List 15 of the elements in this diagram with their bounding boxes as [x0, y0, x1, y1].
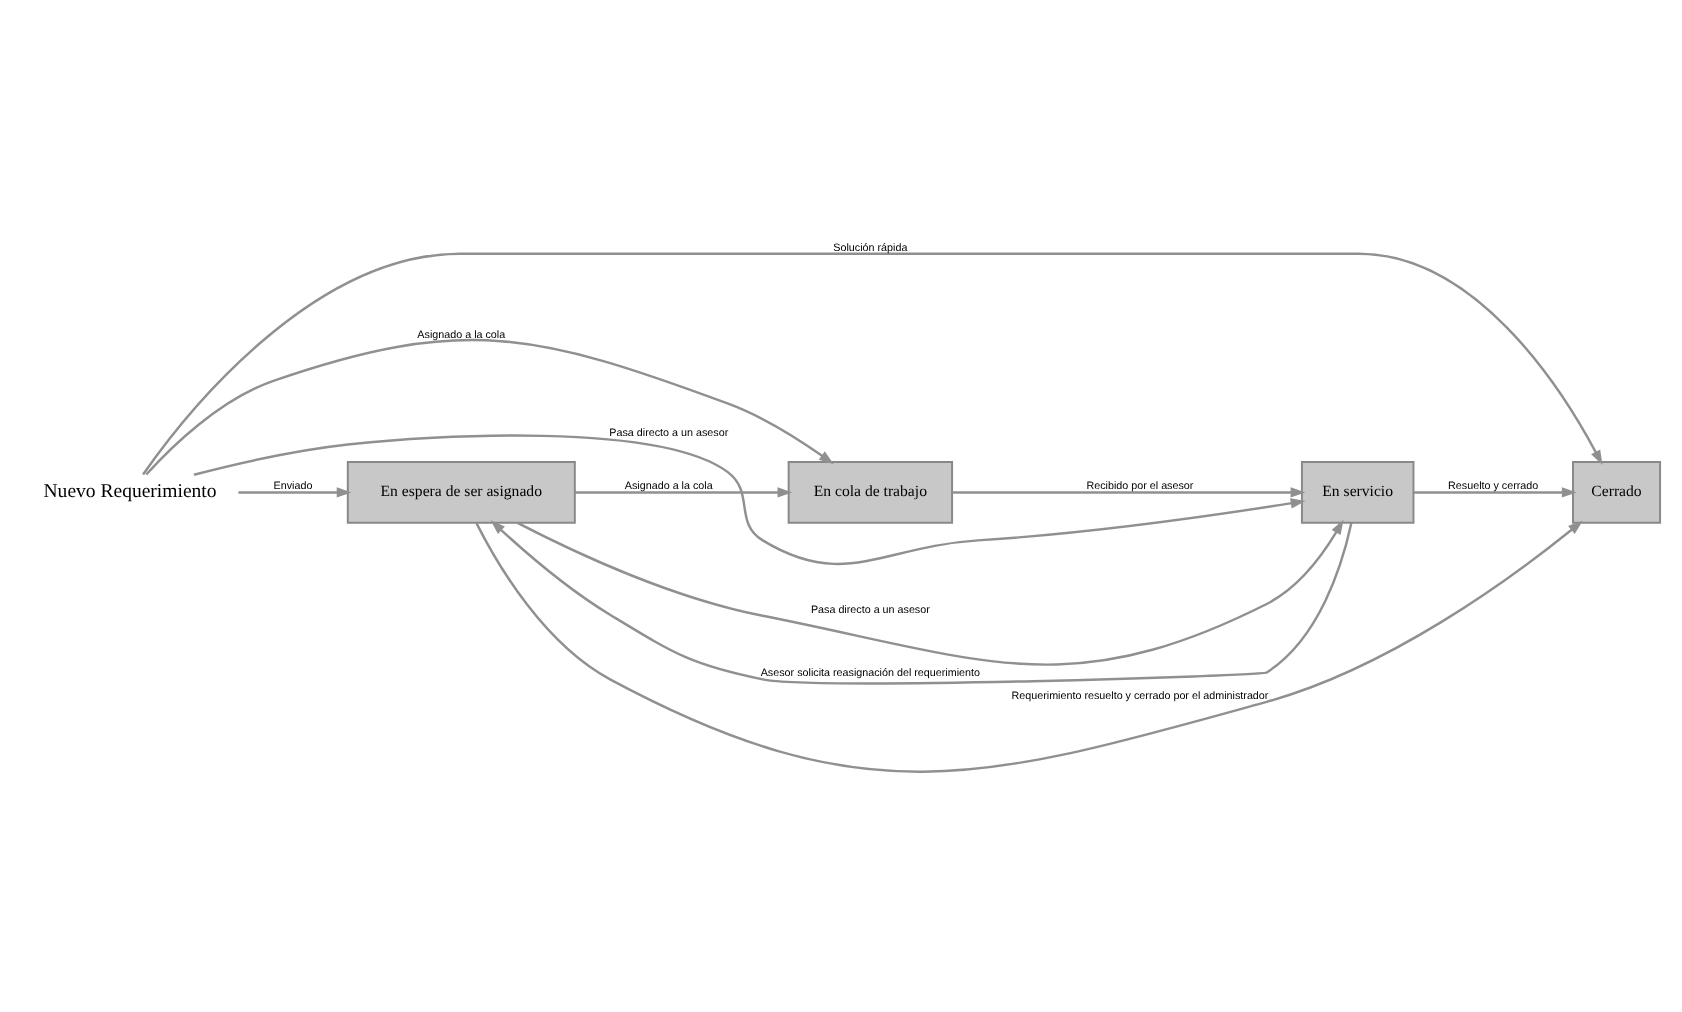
- node-box: En espera de ser asignado: [346, 460, 576, 523]
- node-box: En servicio: [1300, 460, 1415, 523]
- arrow: [952, 486, 1306, 497]
- arrow: [475, 519, 1583, 772]
- node-text: Nuevo Requerimiento: [43, 480, 217, 503]
- arrow: [1413, 486, 1577, 497]
- arrow: [490, 519, 1353, 684]
- node-box: Cerrado: [1572, 460, 1662, 523]
- arrow: [145, 337, 834, 475]
- arrow: [574, 486, 793, 497]
- arrow: [142, 251, 1603, 475]
- arrow: [238, 486, 352, 497]
- arrow: [193, 433, 1306, 564]
- node-box: En cola de trabajo: [787, 460, 954, 523]
- arrow: [517, 518, 1344, 665]
